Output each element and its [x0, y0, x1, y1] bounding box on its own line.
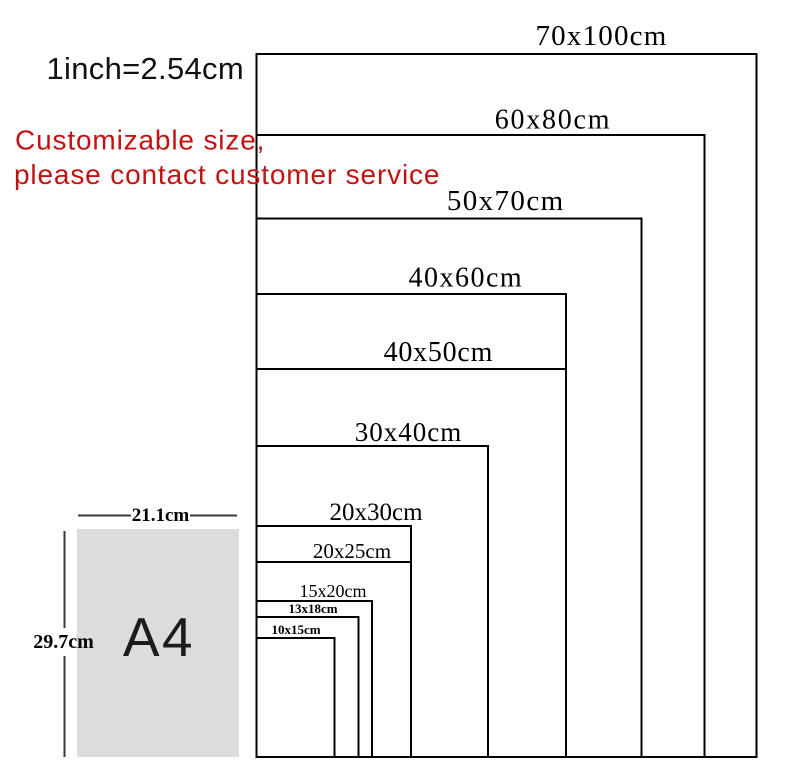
svg-text:13x18cm: 13x18cm	[288, 601, 337, 616]
svg-text:21.1cm: 21.1cm	[132, 505, 190, 526]
svg-text:70x100cm: 70x100cm	[535, 20, 667, 52]
svg-text:please contact customer servic: please contact customer service	[14, 159, 440, 190]
svg-text:10x15cm: 10x15cm	[271, 622, 320, 637]
svg-text:20x30cm: 20x30cm	[329, 499, 423, 526]
svg-text:50x70cm: 50x70cm	[447, 185, 565, 217]
svg-text:Customizable size,: Customizable size,	[15, 125, 265, 156]
svg-text:29.7cm: 29.7cm	[33, 631, 94, 653]
svg-text:15x20cm: 15x20cm	[300, 581, 367, 601]
svg-text:1inch=2.54cm: 1inch=2.54cm	[47, 51, 244, 86]
svg-text:40x60cm: 40x60cm	[408, 263, 523, 294]
svg-text:40x50cm: 40x50cm	[384, 337, 493, 368]
svg-text:30x40cm: 30x40cm	[355, 417, 463, 447]
svg-text:20x25cm: 20x25cm	[313, 539, 391, 563]
svg-text:A4: A4	[123, 606, 195, 668]
svg-text:60x80cm: 60x80cm	[495, 105, 611, 136]
